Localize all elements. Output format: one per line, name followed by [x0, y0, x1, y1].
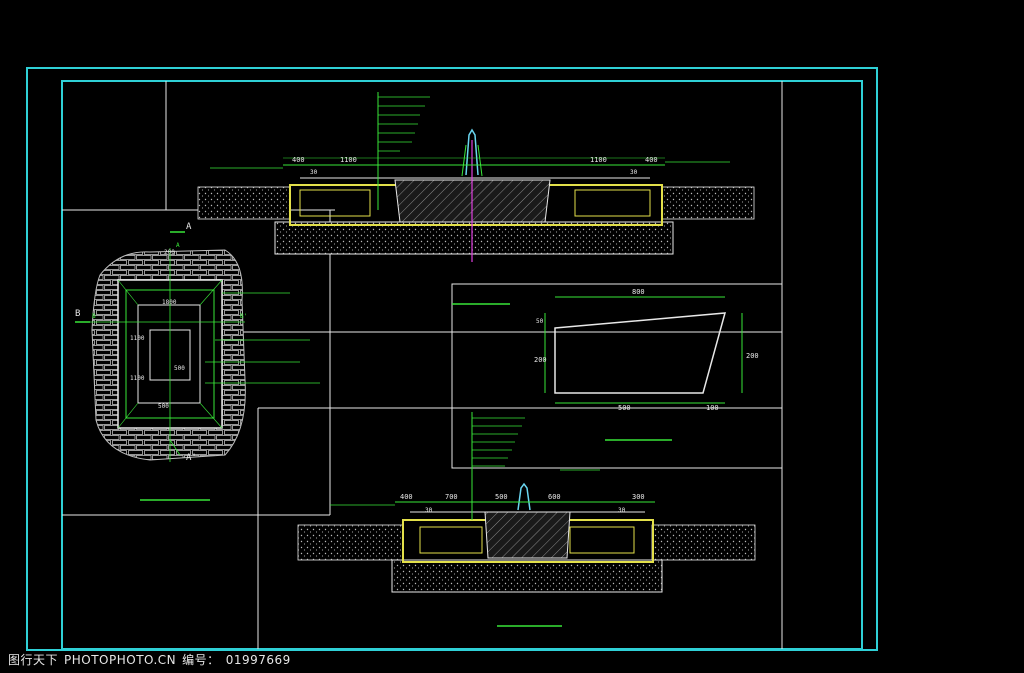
aa-dim-4: 400	[645, 156, 658, 164]
inner-frame	[61, 80, 863, 650]
bb-dim-side-left: 30	[425, 507, 433, 514]
fountain-plan-view: 200 1800 1100 1100 500 500 A A' B B'	[90, 242, 320, 501]
plan-dim-top-2: 1800	[162, 299, 177, 306]
aa-dim-side-right: 30	[630, 169, 638, 176]
cut-marker-b: B	[75, 309, 90, 323]
plan-dim-top-1: 200	[164, 249, 175, 256]
bb-ground-left	[297, 524, 404, 561]
plan-dim-side-1: 1100	[130, 335, 145, 342]
bb-dim-5: 300	[632, 493, 645, 501]
section-a-a: 400 1100 1100 400 30 30	[197, 92, 755, 262]
plan-cut-b: B	[92, 313, 96, 320]
bb-dim-1: 400	[400, 493, 413, 501]
aa-dim-1: 400	[292, 156, 305, 164]
stone-dim-200-left: 200	[534, 356, 547, 364]
aa-dim-3: 1100	[590, 156, 607, 164]
plan-cut-a-prime: A'	[186, 453, 197, 463]
cut-marker-a: A	[170, 222, 192, 233]
plan-inner-basin	[137, 304, 201, 404]
plan-dim-side-4: 500	[158, 403, 169, 410]
watermark-code-label: 编号：	[182, 653, 220, 667]
stone-dim-200-right: 200	[746, 352, 759, 360]
stone-dim-500: 500	[618, 404, 631, 412]
bb-dim-side-right: 30	[618, 507, 626, 514]
stone-dim-100: 100	[706, 404, 719, 412]
bb-dim-4: 600	[548, 493, 561, 501]
aa-fountain-jet	[461, 128, 483, 177]
plan-diagonals	[117, 279, 223, 429]
bb-fountain-jet	[517, 482, 531, 511]
svg-text:B: B	[75, 309, 80, 319]
stone-detail-shape	[554, 312, 727, 394]
aa-pool-inner-right	[574, 189, 651, 217]
watermark-site: 图行天下	[8, 653, 59, 667]
aa-dim-side-left: 30	[310, 169, 318, 176]
plan-cut-b-prime: B'	[240, 313, 247, 320]
plan-leaders	[169, 292, 320, 456]
aa-ground-left	[197, 186, 291, 220]
aa-pool-inner-left	[299, 189, 371, 217]
bb-center-stone	[484, 511, 571, 559]
watermark-url: PHOTOPHOTO.CN	[64, 653, 177, 667]
bb-callout-bars	[330, 417, 600, 506]
watermark: 图行天下 PHOTOPHOTO.CN 编号： 01997669	[8, 651, 297, 668]
plan-dim-side-2: 1100	[130, 375, 145, 382]
plan-dim-side-3: 500	[174, 365, 185, 372]
aa-ground-right	[661, 186, 755, 220]
section-b-b: 400 700 500 600 300 30 30	[297, 412, 756, 627]
stone-dim-50: 50	[536, 318, 544, 325]
plan-cut-a: A	[176, 242, 180, 249]
stone-detail-frame	[451, 283, 783, 469]
aa-dim-2: 1100	[340, 156, 357, 164]
aa-foundation	[274, 221, 674, 255]
bb-foundation	[391, 559, 663, 593]
aa-callout-bars	[210, 96, 730, 169]
bb-pool-inner-right	[569, 526, 635, 554]
svg-text:A: A	[186, 222, 192, 232]
watermark-code: 01997669	[225, 653, 291, 667]
bb-ground-right	[651, 524, 756, 561]
bb-dim-2: 700	[445, 493, 458, 501]
bb-dim-3: 500	[495, 493, 508, 501]
stone-dim-800: 800	[632, 288, 645, 296]
stone-detail: 800 500 100 200 200 50	[451, 283, 783, 469]
bb-pool-inner-left	[419, 526, 483, 554]
